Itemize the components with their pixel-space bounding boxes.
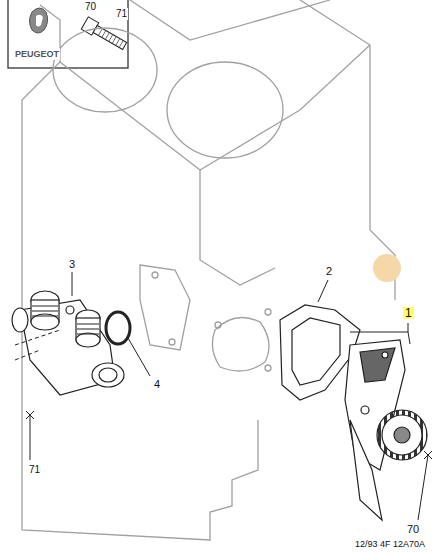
callout-number: 70 bbox=[84, 1, 97, 13]
engine-block bbox=[22, 0, 395, 540]
inset-box bbox=[8, 0, 128, 68]
water-pump bbox=[345, 340, 427, 520]
thermostat-housing bbox=[12, 291, 124, 395]
callout-number: 3 bbox=[68, 258, 76, 270]
callout-number: 71 bbox=[115, 8, 128, 20]
brand-logo-text: PEUGEOT bbox=[14, 48, 60, 60]
callout-number: 1 bbox=[403, 307, 414, 319]
callout-number: 70 bbox=[406, 523, 420, 535]
callout-number: 4 bbox=[153, 378, 161, 390]
callout-number: 2 bbox=[325, 265, 333, 277]
o-ring bbox=[106, 312, 130, 344]
leader-lines bbox=[26, 272, 432, 520]
drawing-reference: 12/93 4F 12A70A bbox=[354, 538, 426, 550]
marker-dot bbox=[373, 254, 401, 282]
callout-number: 71 bbox=[28, 464, 41, 476]
